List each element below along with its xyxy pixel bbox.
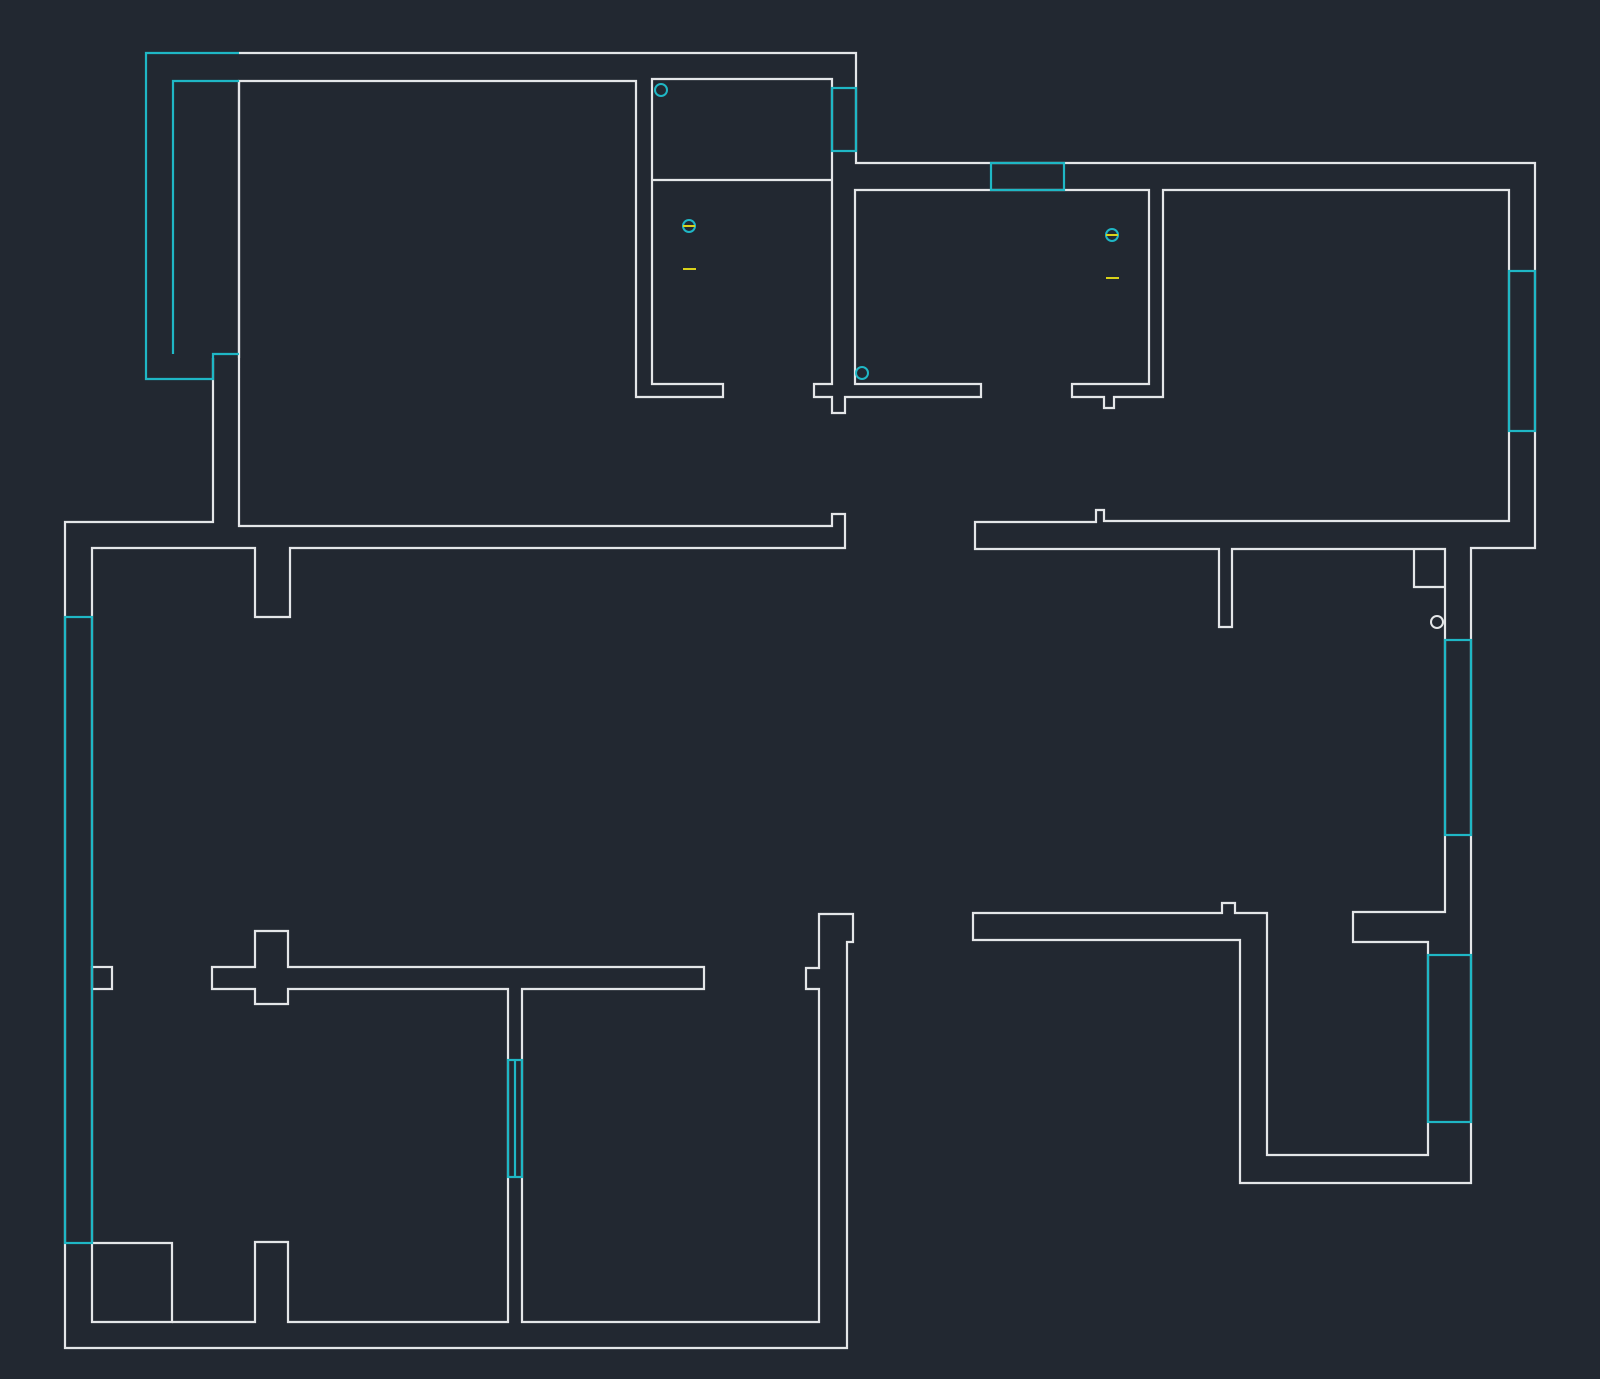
left-outer-wall: [63, 358, 855, 1350]
drain-icon: [855, 366, 869, 380]
fixtures: [654, 83, 1444, 629]
drain-icon: [654, 83, 668, 97]
balcony-window-inner: [171, 79, 239, 354]
left-long-window: [63, 615, 94, 1245]
right-bottom-window: [1426, 953, 1473, 1124]
outer-wall-outline: [90, 51, 1537, 1324]
top-bedroom-window: [989, 161, 1066, 192]
drain-icon: [1430, 615, 1444, 629]
outlet-icon: [1105, 228, 1119, 242]
right-upper-window: [1507, 269, 1537, 433]
outer-walls: [63, 51, 1537, 1350]
balcony-window-outer: [144, 51, 239, 381]
corner-shaft: [1412, 549, 1445, 589]
bath-window: [830, 86, 858, 153]
left-wall-stub: [90, 965, 114, 991]
outlet-icon: [682, 219, 696, 233]
interior-walls: [90, 178, 1445, 991]
right-middle-window: [1443, 638, 1473, 837]
windows: [63, 51, 1537, 1245]
